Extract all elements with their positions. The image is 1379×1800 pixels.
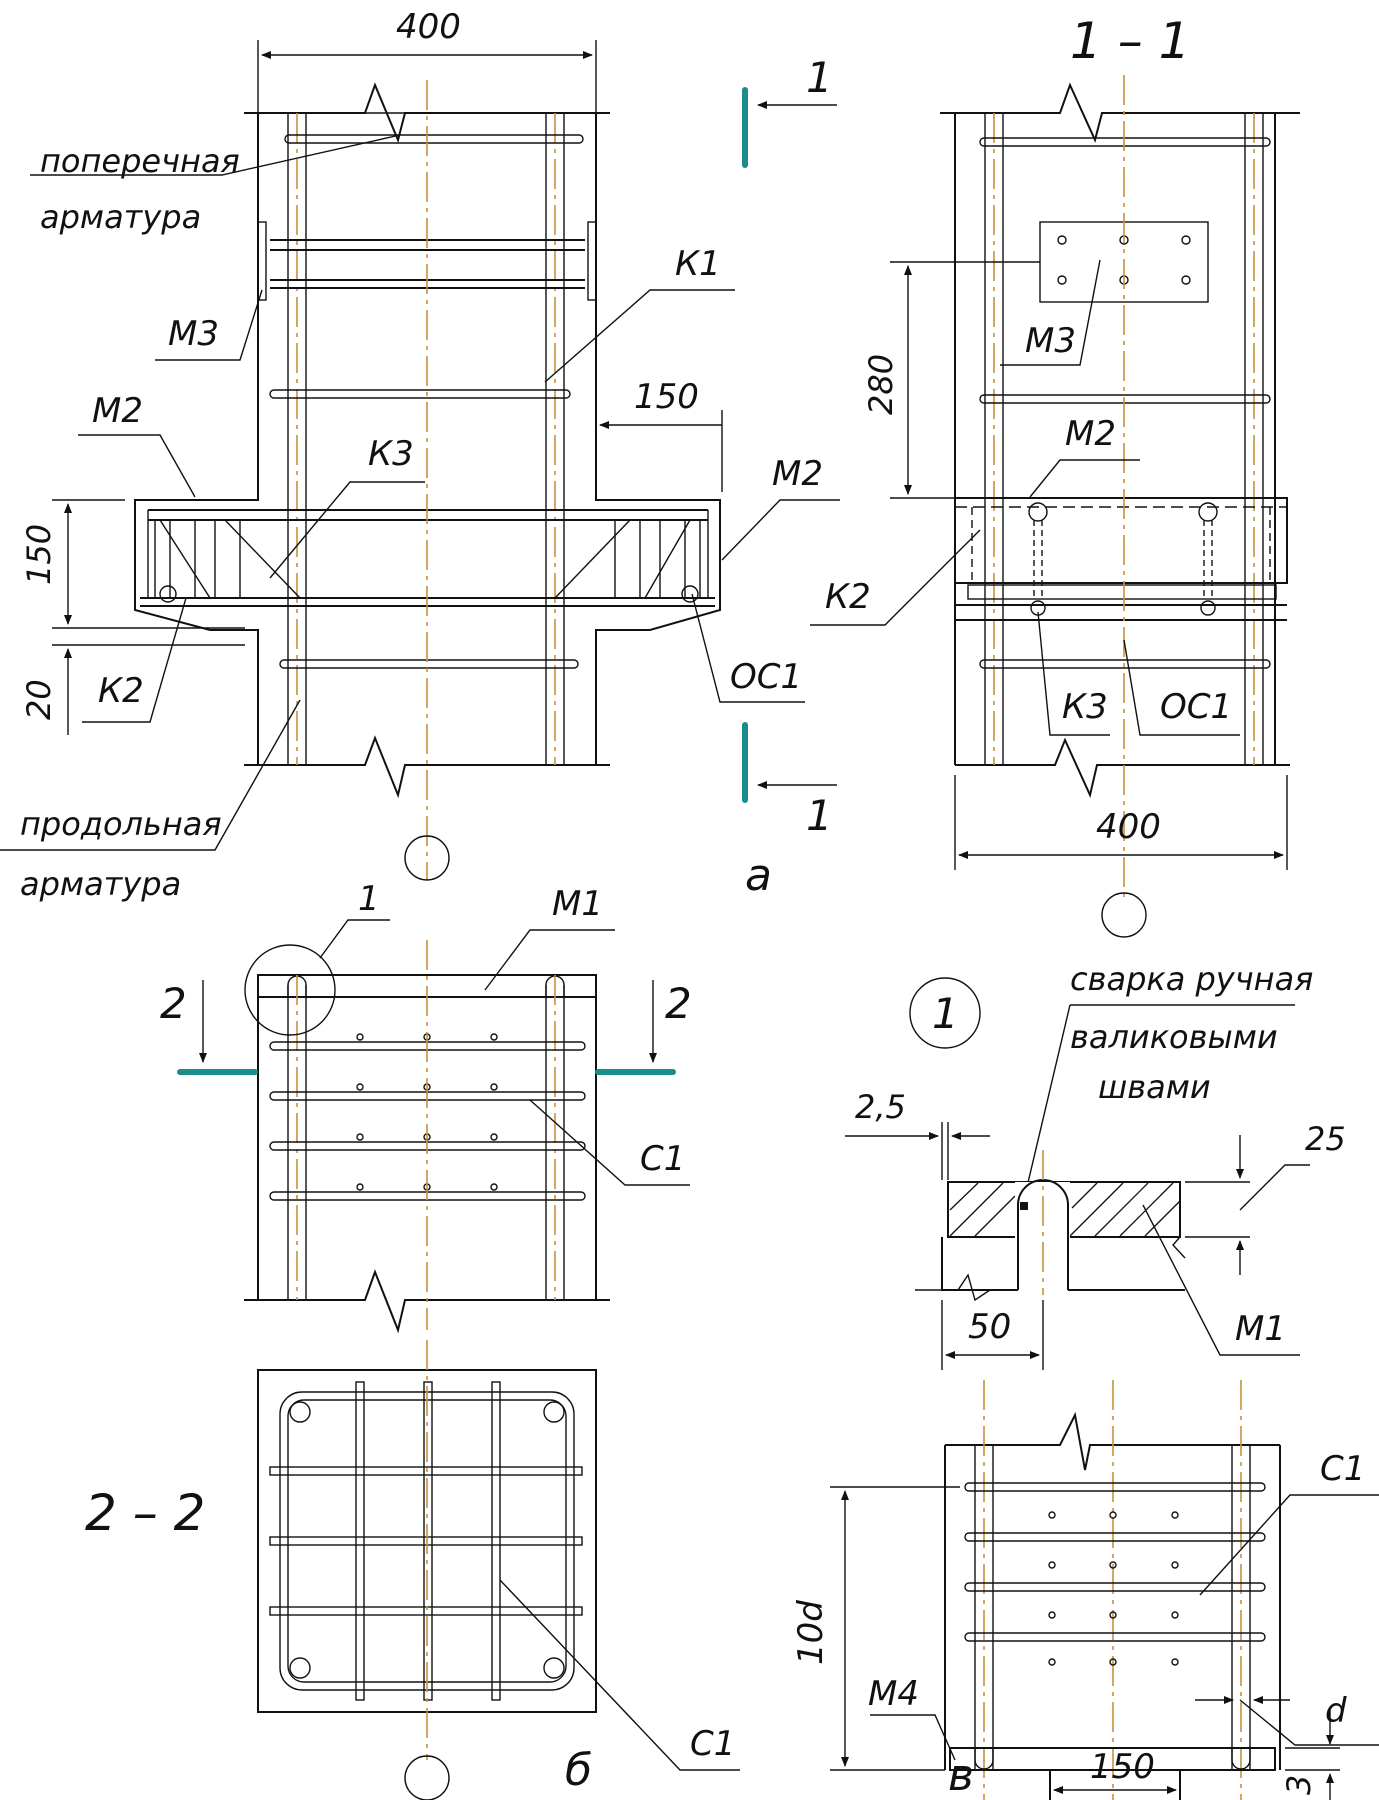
dim-150-bottom: 150 xyxy=(1090,1747,1155,1787)
label-transverse-rebar-2: арматура xyxy=(40,198,201,236)
label-weld-3: швами xyxy=(1098,1068,1211,1106)
detail-callout-1: 1 xyxy=(358,879,380,919)
label-k2-section: К2 xyxy=(825,577,871,617)
dim-150-bracket: 150 xyxy=(634,377,699,417)
label-m3-a: М3 xyxy=(168,314,219,354)
label-transverse-rebar-1: поперечная xyxy=(40,142,240,180)
dim-2-5: 2,5 xyxy=(855,1088,906,1126)
detail-1-marker: 1 xyxy=(932,989,959,1038)
section-2-label-right: 2 xyxy=(665,979,692,1028)
section-1-label-top: 1 xyxy=(806,53,833,102)
detail-1-weld: 1 сварка ручная валиковыми швами xyxy=(845,960,1346,1370)
section-1-label-bottom: 1 xyxy=(806,791,833,840)
label-m4: М4 xyxy=(868,1674,919,1714)
view-a-front-elevation xyxy=(134,80,721,881)
section-2-label-left: 2 xyxy=(160,979,187,1028)
dim-20: 20 xyxy=(20,679,58,720)
view-b-elevation: 1 М1 С1 2 2 xyxy=(160,879,692,1334)
view-a-dimensions: 400 150 150 20 xyxy=(20,7,723,735)
dim-width-400-section: 400 xyxy=(1096,807,1161,847)
view-label-b: б xyxy=(565,1745,592,1796)
label-os1-a: ОС1 xyxy=(730,657,802,697)
dim-width-400-top: 400 xyxy=(396,7,461,47)
dim-d: d xyxy=(1325,1691,1347,1731)
label-k1: К1 xyxy=(675,244,721,284)
section-1-1-view: 1 – 1 xyxy=(810,12,1300,938)
label-m1-detail: М1 xyxy=(1235,1309,1286,1349)
label-m3-section: М3 xyxy=(1025,321,1076,361)
label-m2-right: М2 xyxy=(772,454,823,494)
label-longitudinal-rebar-1: продольная xyxy=(20,805,222,843)
label-c1-b: С1 xyxy=(640,1139,685,1179)
section-1-1-markers: 1 1 xyxy=(742,53,837,840)
label-k3-section: К3 xyxy=(1062,687,1108,727)
view-label-a: а xyxy=(745,850,772,901)
section-2-2-title: 2 – 2 xyxy=(85,1484,205,1542)
view-label-v: в xyxy=(948,1750,974,1800)
label-c1-v: С1 xyxy=(1320,1449,1365,1489)
label-k2-a: К2 xyxy=(98,671,144,711)
label-c1-section-2: С1 xyxy=(690,1724,735,1764)
view-a-callouts: поперечная арматура М3 К1 М2 К3 М2 К2 ОС… xyxy=(0,134,840,903)
section-1-1-title: 1 – 1 xyxy=(1070,12,1190,70)
section-2-2-view: 2 – 2 С1 б xyxy=(85,1340,740,1800)
label-m2-section: М2 xyxy=(1065,414,1116,454)
dim-50: 50 xyxy=(968,1307,1011,1347)
label-os1-section: ОС1 xyxy=(1160,687,1232,727)
label-longitudinal-rebar-2: арматура xyxy=(20,865,181,903)
label-weld-2: валиковыми xyxy=(1070,1018,1278,1056)
label-m1-b: М1 xyxy=(552,884,603,924)
dim-3: 3 xyxy=(1280,1775,1318,1795)
dim-10d: 10d xyxy=(791,1600,831,1665)
dim-280: 280 xyxy=(862,354,900,415)
dim-25: 25 xyxy=(1305,1120,1346,1158)
dim-150-height: 150 xyxy=(20,524,58,585)
label-weld-1: сварка ручная xyxy=(1070,960,1313,998)
label-k3-a: К3 xyxy=(368,434,414,474)
view-v-elevation: 10d М4 С1 d 150 3 в xyxy=(791,1380,1379,1800)
label-m2-left: М2 xyxy=(92,391,143,431)
